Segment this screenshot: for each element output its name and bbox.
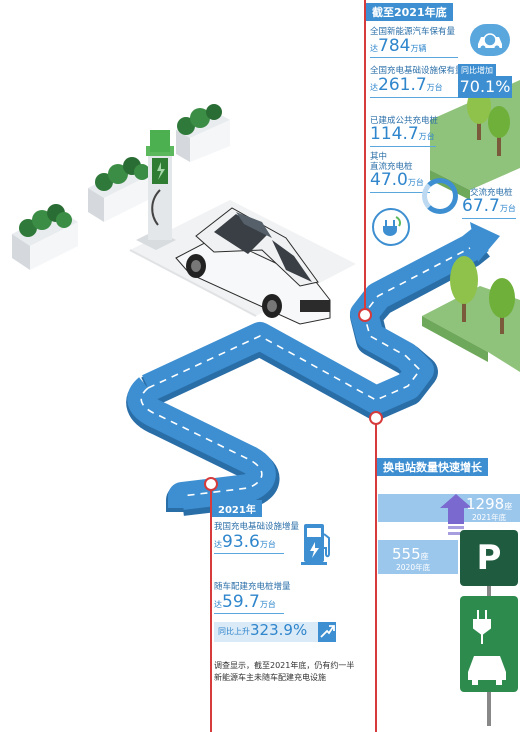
of-which-label: 其中 xyxy=(370,152,388,162)
growth-label: 同比上升 xyxy=(218,627,250,636)
road-marker-2 xyxy=(369,411,383,425)
ac-stat: 67.7万台 xyxy=(462,196,516,216)
public-label: 已建成公共充电桩 xyxy=(370,116,439,126)
parking-sign-icon xyxy=(460,530,518,586)
infra-label: 全国充电基础设施保有量 xyxy=(370,66,464,76)
planter-left-2 xyxy=(88,157,152,222)
note-line-1: 调查显示，截至2021年底，仍有约一半 xyxy=(214,661,355,670)
growth-box xyxy=(214,622,334,642)
swap-2020-stat: 555座 xyxy=(392,545,429,563)
nev-label: 全国新能源汽车保有量 xyxy=(370,27,456,37)
year-header: 2021年 xyxy=(212,500,262,517)
ev-charging-sign-icon xyxy=(460,586,518,726)
swap-2021-year: 2021年底 xyxy=(472,513,507,522)
ac-dc-ring xyxy=(422,178,458,214)
note-line-2: 新能源车主未随车配建充电设施 xyxy=(214,673,326,682)
swap-header: 换电站数量快速增长 xyxy=(377,458,488,476)
parking-letter: P xyxy=(476,538,502,578)
ac-value: 67.7 xyxy=(462,196,500,216)
leader-line-right xyxy=(375,424,377,732)
nev-stat: 达784万辆 xyxy=(370,36,427,56)
vehicle-pile-stat: 达59.7万台 xyxy=(214,592,276,612)
infra-inc-value: 93.6 xyxy=(222,532,260,552)
car-illustration xyxy=(175,207,331,325)
yoy-value: 70.1% xyxy=(458,76,512,98)
grass-plate-lower xyxy=(422,256,520,372)
infra-inc-label: 我国充电基础设施增量 xyxy=(214,522,300,532)
swap-bars xyxy=(378,494,520,574)
road-arrow-head xyxy=(470,222,500,262)
ev-charger-icon xyxy=(136,130,176,250)
infra-stat: 达261.7万台 xyxy=(370,75,443,95)
planter-left-1 xyxy=(12,204,78,270)
car-plug-icon xyxy=(470,24,510,56)
vehicle-pile-value: 59.7 xyxy=(222,592,260,612)
swap-2021-value: 1298 xyxy=(466,495,505,513)
dc-label: 直流充电桩 xyxy=(370,162,413,172)
growth-value: 323.9% xyxy=(250,621,308,639)
ac-label: 交流充电桩 xyxy=(470,188,513,198)
swap-2020-year: 2020年底 xyxy=(396,563,431,572)
infra-value: 261.7 xyxy=(378,75,427,95)
leader-line-top xyxy=(364,0,366,310)
planter-left-3 xyxy=(176,104,230,162)
road-marker-1 xyxy=(358,308,372,322)
trend-up-icon xyxy=(318,622,336,642)
charging-station-icon xyxy=(296,520,336,568)
public-stat: 114.7万台 xyxy=(370,124,435,144)
nev-value: 784 xyxy=(378,36,411,56)
swap-2021-stat: 1298座 xyxy=(466,495,513,513)
yoy-badge: 同比增加 xyxy=(458,64,496,77)
road-marker-3 xyxy=(204,477,218,491)
dc-stat: 47.0万台 xyxy=(370,170,424,190)
swap-2020-value: 555 xyxy=(392,545,421,563)
dc-value: 47.0 xyxy=(370,170,408,190)
road xyxy=(126,222,500,516)
vehicle-pile-label: 随车配建充电桩增量 xyxy=(214,582,291,592)
plug-icon xyxy=(372,208,410,246)
infra-inc-stat: 达93.6万台 xyxy=(214,532,276,552)
national-header: 截至2021年底 xyxy=(366,3,453,21)
leader-line-left xyxy=(210,490,212,732)
public-value: 114.7 xyxy=(370,124,419,144)
